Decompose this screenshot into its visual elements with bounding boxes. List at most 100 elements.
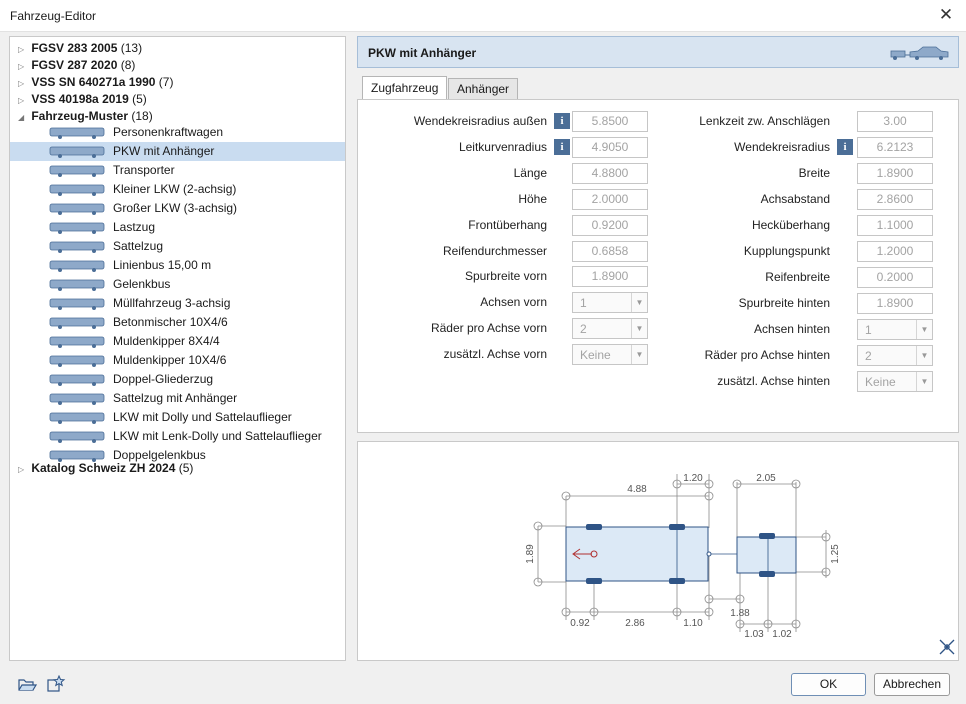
value-field[interactable]: 0.2000 (857, 267, 933, 288)
tree-group-vss-40198a[interactable]: ▷ VSS 40198a 2019 (5) (18, 90, 147, 109)
expand-arrow-icon[interactable]: ▷ (18, 62, 25, 71)
zoom-fit-icon[interactable] (939, 639, 955, 655)
expand-arrow-icon[interactable]: ▷ (18, 79, 25, 88)
tree-item-label: Muldenkipper 8X4/4 (113, 334, 220, 348)
tree-item[interactable]: Muldenkipper 8X4/4 (10, 332, 345, 351)
tree-item[interactable]: LKW mit Dolly und Sattelauflieger (10, 408, 345, 427)
chevron-down-icon[interactable]: ▼ (916, 320, 932, 339)
tree-item[interactable]: Großer LKW (3-achsig) (10, 199, 345, 218)
value-field[interactable]: 2.8600 (857, 189, 933, 210)
tree-item[interactable]: LKW mit Lenk-Dolly und Sattelauflieger (10, 427, 345, 446)
value-field[interactable]: 3.00 (857, 111, 933, 132)
dim-width-label: 1.89 (525, 544, 536, 564)
dropdown[interactable]: Keine ▼ (572, 344, 648, 366)
value-field[interactable]: 0.9200 (572, 214, 648, 236)
ok-button[interactable]: OK (791, 673, 866, 696)
dim-trailer-2-label: 1.03 (744, 629, 764, 640)
field-label: Breite (798, 166, 830, 180)
tree-item[interactable]: Sattelzug (10, 237, 345, 256)
tree-group-fahrzeug-muster[interactable]: ◢ Fahrzeug-Muster (18) (18, 107, 153, 126)
tree-item-label: Doppelgelenkbus (113, 448, 206, 462)
panel-title: PKW mit Anhänger (368, 46, 477, 60)
dim-rear-overhang-label: 1.10 (683, 618, 703, 629)
chevron-down-icon[interactable]: ▼ (631, 345, 647, 365)
field-label: Achsen hinten (753, 322, 830, 336)
value-field[interactable]: 1.1000 (857, 215, 933, 236)
value-field[interactable]: 4.8800 (572, 162, 648, 184)
tree-group-fgsv-283[interactable]: ▷ FGSV 283 2005 (13) (18, 39, 142, 58)
truck-icon (49, 184, 105, 196)
dim-length-label: 4.88 (627, 484, 647, 495)
tree-item[interactable]: Müllfahrzeug 3-achsig (10, 294, 345, 313)
field-label: Leitkurvenradius (458, 139, 547, 154)
semi-trailer-icon (49, 393, 105, 405)
value-field[interactable]: 1.8900 (857, 163, 933, 184)
tree-item[interactable]: Transporter (10, 161, 345, 180)
tree-item[interactable]: Lastzug (10, 218, 345, 237)
group-count: (8) (120, 58, 136, 72)
expand-arrow-icon[interactable]: ▷ (18, 465, 25, 474)
info-icon[interactable]: i (554, 138, 570, 155)
tree-item[interactable]: Muldenkipper 10X4/6 (10, 351, 345, 370)
group-name: VSS 40198a 2019 (31, 92, 129, 106)
tree-item-label: Gelenkbus (113, 277, 171, 291)
tree-item[interactable]: Linienbus 15,00 m (10, 256, 345, 275)
close-icon[interactable]: ✕ (938, 5, 954, 24)
dropdown[interactable]: 1▼ (857, 319, 933, 340)
group-count: (13) (120, 41, 143, 55)
dim-coupling-label: 1.20 (683, 473, 703, 484)
dolly-truck-icon (49, 431, 105, 443)
chevron-down-icon[interactable]: ▼ (916, 372, 932, 391)
dropdown[interactable]: Keine▼ (857, 371, 933, 392)
tree-item[interactable]: Kleiner LKW (2-achsig) (10, 180, 345, 199)
group-count: (5) (132, 92, 147, 106)
tab-anhaenger[interactable]: Anhänger (448, 78, 519, 100)
tree-item[interactable]: Sattelzug mit Anhänger (10, 389, 345, 408)
info-icon[interactable]: i (837, 139, 853, 155)
chevron-down-icon[interactable]: ▼ (631, 319, 647, 339)
dropdown[interactable]: 2▼ (572, 318, 648, 340)
value-field[interactable]: 2.0000 (572, 188, 648, 210)
value-field[interactable]: 4.9050 (572, 136, 648, 158)
dropdown[interactable]: 2▼ (857, 345, 933, 366)
cancel-button[interactable]: Abbrechen (874, 673, 950, 696)
dropdown-value: 2 (865, 349, 872, 363)
vehicle-tree[interactable]: ▷ FGSV 283 2005 (13) ▷ FGSV 287 2020 (8)… (9, 36, 346, 661)
tree-group-vss-640271a[interactable]: ▷ VSS SN 640271a 1990 (7) (18, 73, 173, 92)
field-label: Lenkzeit zw. Anschlägen (699, 114, 830, 128)
collapse-arrow-icon[interactable]: ◢ (18, 113, 25, 122)
truck-icon (49, 203, 105, 215)
value-field[interactable]: 5.8500 (572, 111, 648, 132)
info-icon[interactable]: i (554, 113, 570, 129)
favorites-icon[interactable] (46, 675, 66, 693)
tree-item[interactable]: Gelenkbus (10, 275, 345, 294)
tab-zugfahrzeug[interactable]: Zugfahrzeug (362, 76, 448, 101)
tree-item[interactable]: Personenkraftwagen (10, 123, 345, 142)
tree-item[interactable]: PKW mit Anhänger (10, 142, 345, 161)
open-folder-icon[interactable] (17, 675, 37, 693)
expand-arrow-icon[interactable]: ▷ (18, 45, 25, 54)
tree-item-label: Sattelzug mit Anhänger (113, 391, 238, 405)
tree-item[interactable]: Betonmischer 10X4/6 (10, 313, 345, 332)
tree-group-fgsv-287[interactable]: ▷ FGSV 287 2020 (8) (18, 56, 135, 75)
field-label: Länge (513, 165, 547, 180)
truck-trailer-icon (49, 222, 105, 234)
dropdown-value: Keine (580, 348, 611, 363)
tree-group-katalog-zh[interactable]: ▷ Katalog Schweiz ZH 2024 (5) (18, 459, 193, 478)
chevron-down-icon[interactable]: ▼ (631, 293, 647, 313)
value-field[interactable]: 1.8900 (572, 266, 648, 288)
value-field[interactable]: 1.2000 (857, 241, 933, 262)
tree-item-label: Doppel-Gliederzug (113, 372, 214, 386)
double-articulated-bus-icon (49, 450, 105, 462)
mixer-truck-icon (49, 317, 105, 329)
expand-arrow-icon[interactable]: ▷ (18, 96, 25, 105)
dropdown[interactable]: 1▼ (572, 292, 648, 314)
group-name: VSS SN 640271a 1990 (31, 75, 156, 89)
car-trailer-icon (890, 46, 949, 60)
value-field[interactable]: 1.8900 (857, 293, 933, 314)
value-field[interactable]: 6.2123 (857, 137, 933, 158)
tree-item[interactable]: Doppel-Gliederzug (10, 370, 345, 389)
chevron-down-icon[interactable]: ▼ (916, 346, 932, 365)
tree-item[interactable]: Doppelgelenkbus (10, 446, 345, 465)
value-field[interactable]: 0.6858 (572, 240, 648, 262)
